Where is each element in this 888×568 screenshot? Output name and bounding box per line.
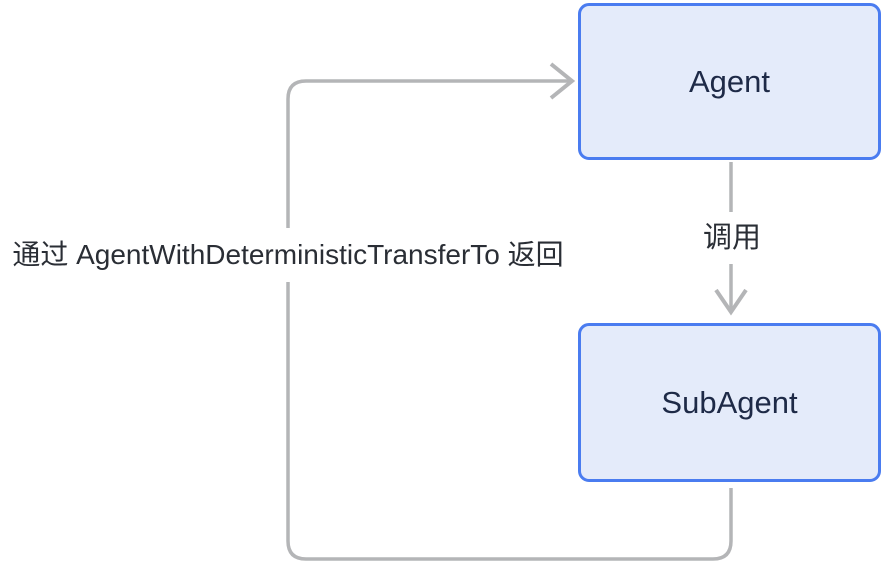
subagent-node: SubAgent [578, 323, 881, 482]
agent-node: Agent [578, 3, 881, 160]
return-edge-line [286, 79, 733, 561]
return-edge-label-text: 通过 AgentWithDeterministicTransferTo 返回 [12, 239, 564, 271]
call-arrowhead-down-icon [714, 288, 748, 316]
subagent-node-label: SubAgent [661, 385, 798, 420]
agent-node-label: Agent [688, 64, 770, 99]
call-edge-label-text: 调用 [702, 221, 761, 254]
return-edge-label: 通过 AgentWithDeterministicTransferTo 返回 [0, 228, 576, 282]
return-arrowhead-right-icon [549, 62, 576, 100]
call-edge-label: 调用 [696, 212, 768, 264]
